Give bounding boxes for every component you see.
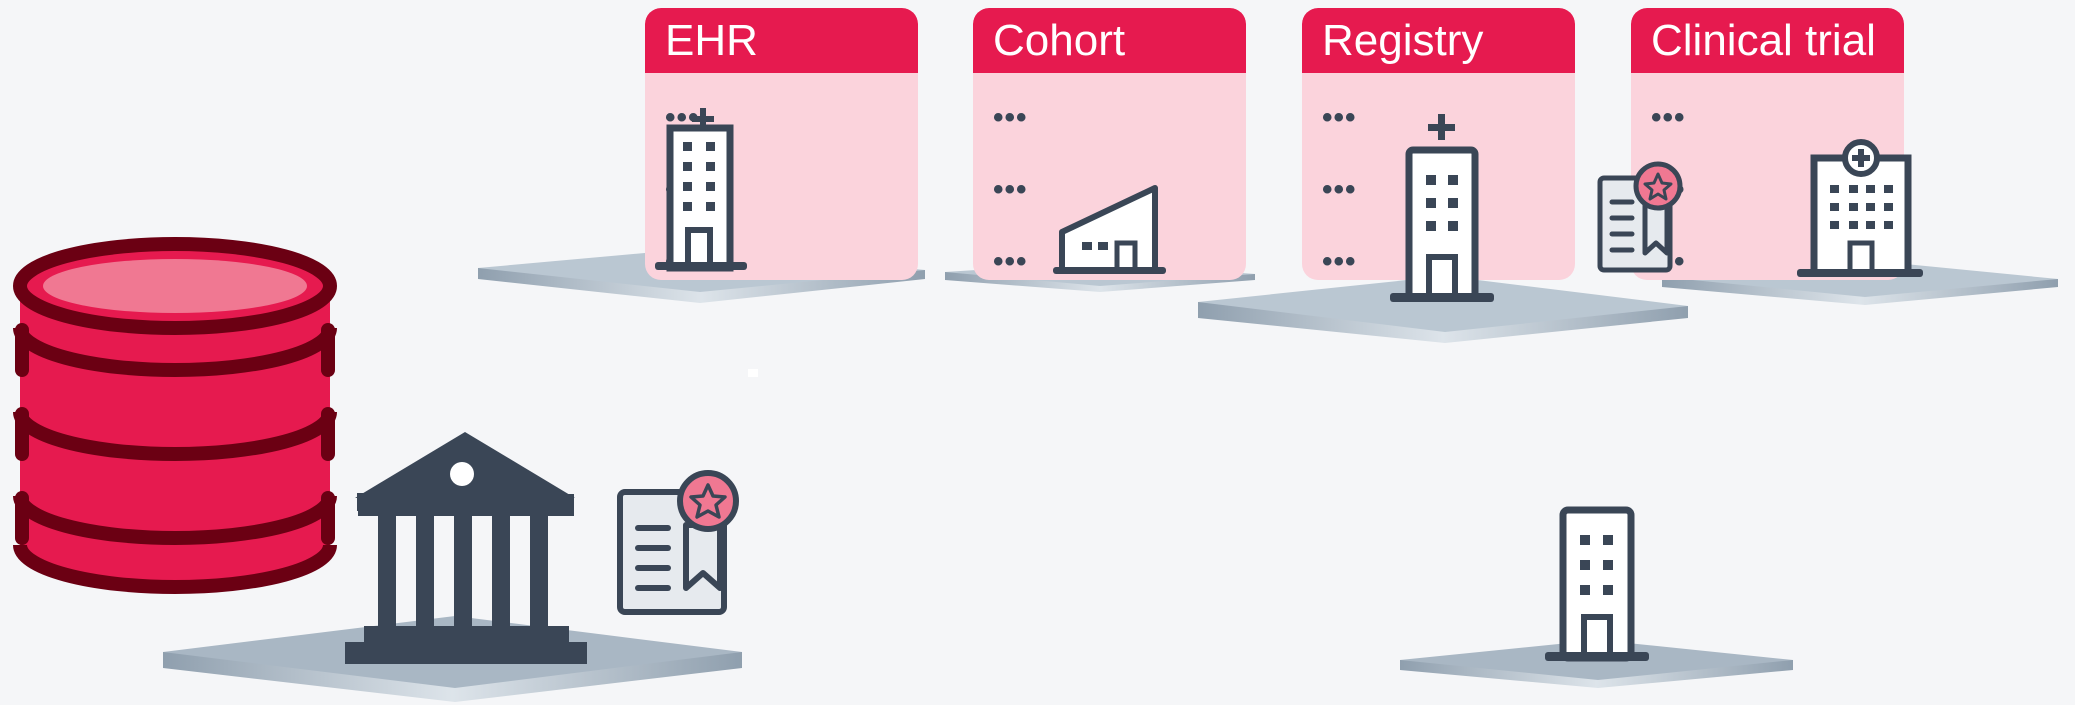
certificate-icon [617,470,739,615]
row-placeholder: ••• [1322,101,1357,134]
row-placeholder: ••• [1322,245,1357,278]
hospital-icon [655,108,747,272]
source-card-title: Cohort [973,8,1246,73]
marker-dot [748,369,758,377]
institution-icon [345,432,587,664]
database-icon [13,237,337,594]
row-placeholder: ••• [993,173,1028,206]
row-placeholder: ••• [993,245,1028,278]
hospital-icon [1797,139,1923,277]
source-card-title: Registry [1302,8,1575,73]
row-placeholder: ••• [993,101,1028,134]
source-card-title: EHR [645,8,918,73]
platform-registry [1198,276,1688,343]
certificate-icon [1597,161,1683,273]
row-placeholder: ••• [1322,173,1357,206]
source-card-title: Clinical trial [1631,8,1904,73]
hospital-icon [1390,114,1494,302]
row-placeholder: ••• [1651,101,1686,134]
clinic-icon [1053,185,1166,274]
office-building-icon [1545,506,1649,662]
